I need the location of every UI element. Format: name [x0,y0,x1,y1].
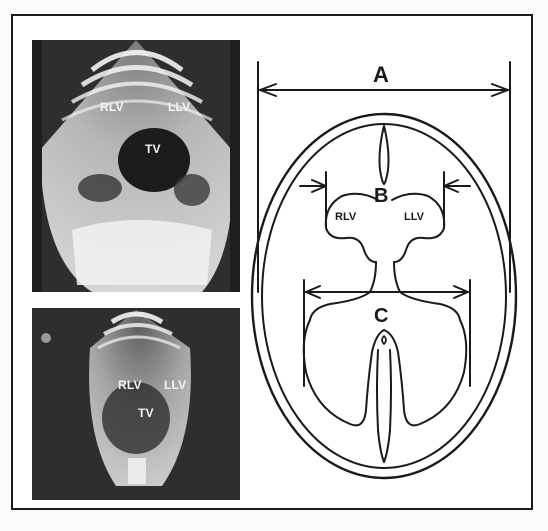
ultrasound-image-bottom: RLV LLV TV [32,308,240,500]
label-llv-bottom: LLV [164,378,186,392]
diagram-rlv-label: RLV [335,211,357,223]
measure-b-label: B [374,185,388,207]
label-tv-bottom: TV [138,406,154,420]
label-rlv-bottom: RLV [118,378,142,392]
ultrasound-scan-top [32,40,240,292]
left-lateral-ventricle [392,194,444,262]
diagram-llv-label: LLV [404,211,425,223]
right-lateral-ventricle [326,194,378,262]
brain-diagram: A B C RLV LLV [240,40,530,500]
ultrasound-image-top: RLV LLV TV [32,40,240,292]
measure-c-label: C [374,305,388,327]
skull-outer [252,114,516,478]
label-rlv-top: RLV [100,100,124,114]
label-llv-top: LLV [168,100,190,114]
label-tv-top: TV [145,142,161,156]
ultrasound-scan-bottom [32,308,240,500]
measure-a-label: A [373,62,389,87]
